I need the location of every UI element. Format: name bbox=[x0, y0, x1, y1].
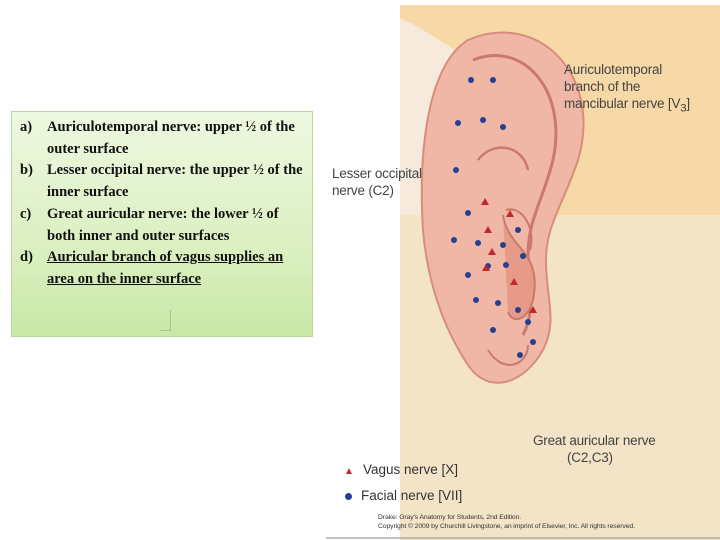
facial-marker bbox=[453, 167, 459, 173]
great-auricular-label-line1: Great auricular nerve bbox=[533, 433, 656, 448]
facial-marker bbox=[455, 120, 461, 126]
list-item: b) Lesser occipital nerve: the upper ½ o… bbox=[20, 160, 310, 203]
vagus-marker bbox=[529, 306, 537, 313]
auriculotemporal-subscript: 3 bbox=[680, 102, 687, 115]
tragus bbox=[505, 208, 533, 251]
list-marker: d) bbox=[20, 249, 33, 266]
facial-marker bbox=[490, 327, 496, 333]
facial-marker bbox=[520, 253, 526, 259]
facial-marker bbox=[500, 242, 506, 248]
facial-marker bbox=[515, 307, 521, 313]
list-item-text: Auriculotemporal nerve: upper ½ of the o… bbox=[47, 119, 295, 157]
nerve-supply-list: a) Auriculotemporal nerve: upper ½ of th… bbox=[20, 117, 310, 291]
list-item-text: Auricular branch of vagus supplies an ar… bbox=[47, 249, 284, 287]
antihelix-crus bbox=[477, 146, 530, 171]
list-item-text: Great auricular nerve: the lower ½ of bo… bbox=[47, 205, 279, 244]
concha bbox=[502, 214, 536, 321]
facial-marker bbox=[495, 300, 501, 306]
ear-innervation-figure: Auriculotemporal branch of the mancibula… bbox=[318, 0, 720, 540]
facial-marker bbox=[503, 262, 509, 268]
great-auricular-label: Great auricular nerve (C2,C3) bbox=[533, 432, 673, 466]
facial-marker bbox=[480, 117, 486, 123]
lesser-occipital-label-line1: Lesser occipital bbox=[332, 166, 422, 181]
facial-marker bbox=[490, 77, 496, 83]
facial-marker bbox=[500, 124, 506, 130]
legend-vagus-text: Vagus nerve [X] bbox=[363, 462, 459, 477]
lobule-fold bbox=[487, 344, 529, 366]
vagus-marker bbox=[484, 226, 492, 233]
facial-marker bbox=[451, 237, 457, 243]
list-marker: c) bbox=[20, 205, 32, 222]
list-item: c) Great auricular nerve: the lower ½ of… bbox=[20, 204, 310, 247]
vagus-marker bbox=[488, 248, 496, 255]
credit-line1: Drake: Gray's Anatomy for Students, 2nd … bbox=[378, 514, 522, 521]
nerve-supply-textbox: a) Auriculotemporal nerve: upper ½ of th… bbox=[11, 111, 313, 337]
vagus-marker bbox=[482, 264, 490, 271]
vagus-nerve-markers bbox=[481, 198, 537, 313]
lesser-occipital-label-line2: nerve (C2) bbox=[332, 183, 394, 198]
vagus-marker bbox=[506, 210, 514, 217]
legend-facial: Facial nerve [VII] bbox=[344, 488, 462, 503]
great-auricular-label-line2: (C2,C3) bbox=[567, 450, 613, 465]
list-item: d) Auricular branch of vagus supplies an… bbox=[20, 247, 310, 290]
facial-marker bbox=[517, 352, 523, 358]
ear-illustration bbox=[326, 5, 720, 540]
ear-outline bbox=[420, 31, 585, 384]
list-item-text: Lesser occipital nerve: the upper ½ of t… bbox=[47, 162, 303, 201]
list-marker: a) bbox=[20, 119, 33, 135]
legend-vagus: ▲ Vagus nerve [X] bbox=[344, 462, 458, 477]
facial-marker bbox=[475, 240, 481, 246]
textbox-corner-rule bbox=[160, 310, 171, 331]
figure-credit: Drake: Gray's Anatomy for Students, 2nd … bbox=[378, 513, 678, 531]
facial-marker bbox=[465, 272, 471, 278]
list-marker: b) bbox=[20, 162, 33, 179]
facial-marker bbox=[473, 297, 479, 303]
vagus-marker bbox=[510, 278, 518, 285]
triangle-icon: ▲ bbox=[344, 466, 354, 477]
auriculotemporal-label: Auriculotemporal branch of the mancibula… bbox=[564, 61, 694, 118]
auriculotemporal-label-text: Auriculotemporal branch of the mancibula… bbox=[564, 62, 681, 111]
facial-marker bbox=[465, 210, 471, 216]
auriculotemporal-label-end: ] bbox=[686, 96, 690, 111]
facial-marker bbox=[525, 319, 531, 325]
credit-line2: Copyright © 2009 by Churchill Livingston… bbox=[378, 523, 635, 530]
lesser-occipital-label: Lesser occipital nerve (C2) bbox=[332, 165, 432, 199]
dot-icon bbox=[345, 492, 352, 500]
facial-marker bbox=[515, 227, 521, 233]
vagus-marker bbox=[481, 198, 489, 205]
facial-marker bbox=[530, 339, 536, 345]
legend-facial-text: Facial nerve [VII] bbox=[361, 488, 463, 503]
facial-marker bbox=[468, 77, 474, 83]
list-item: a) Auriculotemporal nerve: upper ½ of th… bbox=[20, 117, 310, 160]
